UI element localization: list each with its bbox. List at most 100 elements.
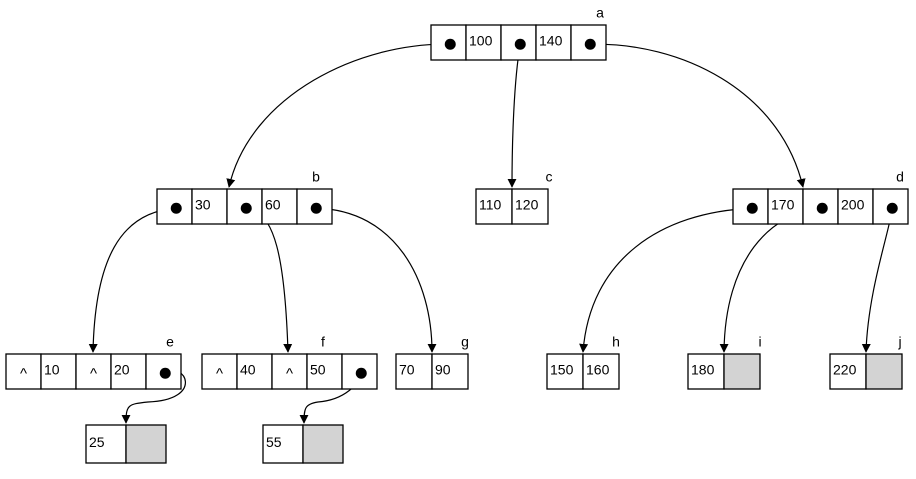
node-a-cell-4 [570, 24, 607, 61]
key-value: 20 [114, 362, 130, 378]
node-b-cell-4 [296, 188, 333, 225]
pointer-cell [341, 353, 378, 390]
key-cell [85, 424, 127, 464]
key-value: 40 [240, 362, 256, 378]
node-label-b: b [312, 169, 320, 185]
pointer-cell [156, 188, 193, 225]
node-g-cell-1: 90 [431, 353, 469, 390]
key-value: 55 [266, 434, 282, 450]
key-cell [306, 353, 343, 390]
node-d-cell-1: 170 [767, 188, 804, 225]
node-i: 180 i [687, 334, 762, 390]
key-cell [475, 188, 513, 225]
key-cell [40, 353, 77, 390]
key-value: 220 [833, 362, 857, 378]
node-f2-cell-1 [302, 424, 344, 464]
node-e-cell-3: 20 [110, 353, 147, 390]
key-value: 120 [515, 197, 539, 213]
node-f-cell-4 [341, 353, 378, 390]
key-cell [75, 353, 112, 390]
edge-b-g [316, 207, 437, 353]
node-e2-cell-1 [125, 424, 167, 464]
node-f: ^40^50f [201, 334, 378, 390]
empty-slot [302, 424, 344, 464]
empty-slot [723, 353, 761, 390]
null-pointer-symbol: ^ [20, 365, 27, 382]
empty-slot [865, 353, 903, 390]
key-cell [110, 353, 147, 390]
key-value: 25 [89, 434, 105, 450]
key-value: 180 [691, 362, 715, 378]
pointer-dot [886, 202, 898, 214]
pointer-dot [584, 38, 596, 50]
key-cell [431, 353, 469, 390]
key-cell [837, 188, 874, 225]
edge-d-j [861, 208, 893, 353]
node-label-f: f [321, 334, 325, 350]
node-d-cell-2 [802, 188, 839, 225]
key-value: 170 [771, 197, 795, 213]
node-a-cell-0 [430, 24, 467, 61]
node-f2: 55 [262, 424, 344, 464]
key-cell [767, 188, 804, 225]
key-cell [535, 24, 572, 61]
node-e-cell-2: ^ [75, 353, 112, 390]
pointer-dot [444, 38, 456, 50]
edge-d-h [579, 207, 753, 353]
node-label-i: i [758, 334, 761, 350]
key-cell [236, 353, 273, 390]
node-f-cell-1: 40 [236, 353, 273, 390]
node-label-e: e [166, 334, 174, 350]
node-a: 100 140 a [430, 5, 607, 61]
node-e2-cell-0: 25 [85, 424, 127, 464]
key-cell [511, 188, 549, 225]
node-j-cell-1 [865, 353, 903, 390]
node-d-cell-4 [872, 188, 909, 225]
node-a-cell-3: 140 [535, 24, 572, 61]
pointer-dot [514, 38, 526, 50]
key-cell [261, 188, 298, 225]
key-value: 160 [586, 362, 610, 378]
key-cell [465, 24, 502, 61]
node-b-cell-2 [226, 188, 263, 225]
key-value: 200 [841, 197, 865, 213]
edge-d-i [719, 207, 823, 353]
edge-b-f [246, 207, 293, 353]
key-value: 110 [479, 197, 502, 213]
node-b-cell-3: 60 [261, 188, 298, 225]
node-f-cell-0: ^ [201, 353, 238, 390]
pointer-dot [159, 367, 171, 379]
key-value: 100 [469, 33, 493, 49]
key-value: 60 [265, 197, 281, 213]
edge-b-e [88, 207, 177, 353]
node-a-cell-1: 100 [465, 24, 502, 61]
pointer-dot [310, 202, 322, 214]
node-c-cell-1: 120 [511, 188, 549, 225]
node-h-cell-1: 160 [582, 353, 620, 390]
key-value: 50 [310, 362, 326, 378]
node-e-cell-0: ^ [5, 353, 42, 390]
node-f2-cell-0: 55 [262, 424, 304, 464]
node-label-a: a [596, 5, 604, 21]
node-c-cell-0: 110 [475, 188, 513, 225]
null-pointer-symbol: ^ [90, 365, 97, 382]
node-e2: 25 [85, 424, 167, 464]
key-value: 70 [399, 362, 415, 378]
node-g-cell-0: 70 [395, 353, 433, 390]
null-pointer-symbol: ^ [216, 365, 223, 382]
node-e-cell-4 [145, 353, 182, 390]
node-f-cell-2: ^ [271, 353, 308, 390]
key-value: 10 [44, 362, 60, 378]
node-i-cell-0: 180 [687, 353, 725, 390]
pointer-dot [170, 202, 182, 214]
key-value: 90 [435, 362, 451, 378]
node-label-c: c [546, 169, 553, 185]
empty-slot [125, 424, 167, 464]
